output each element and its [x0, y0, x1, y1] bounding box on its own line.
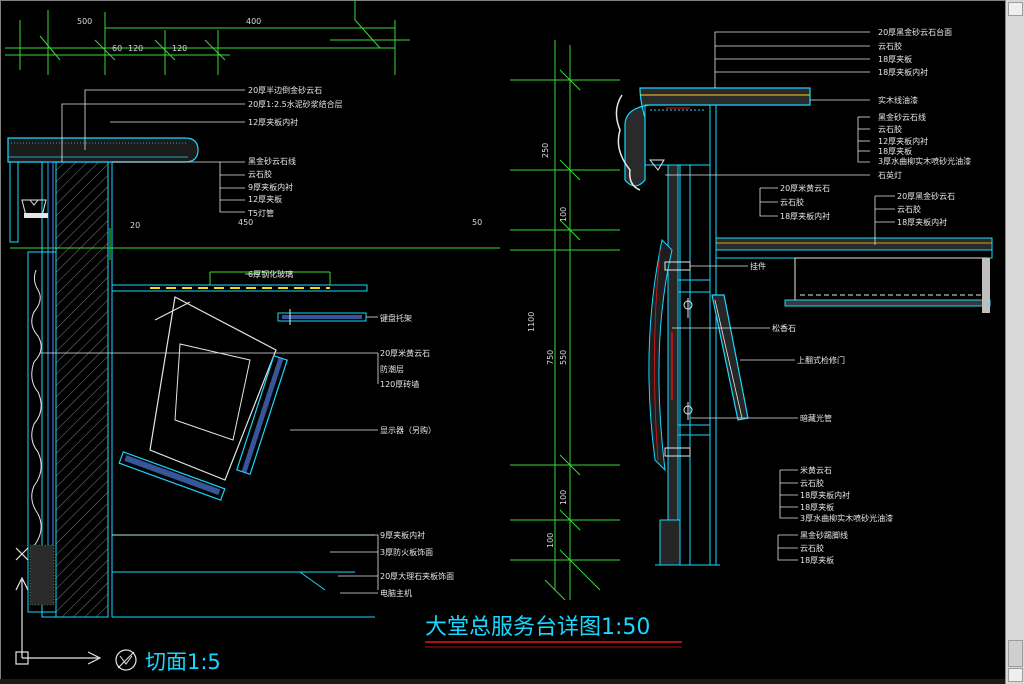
material-label: 20厚黑金砂云石台面 — [878, 27, 952, 37]
drawing-title: 大堂总服务台详图1:50 — [425, 615, 650, 640]
dim-label: 60 — [112, 44, 122, 53]
material-label: 20厚大理石夹板饰面 — [380, 571, 454, 581]
material-label: 18厚夹板内衬 — [897, 217, 947, 227]
right-leader-lines — [665, 31, 895, 561]
right-dimension-lines — [510, 40, 620, 601]
dim-label: 120 — [128, 44, 143, 53]
material-label: 18厚夹板内衬 — [780, 211, 830, 221]
lower-cabinet — [112, 534, 375, 618]
computer-monitor — [118, 296, 288, 501]
material-label: 12厚夹板内衬 — [248, 117, 298, 127]
material-label: 3厚防火板饰面 — [380, 547, 433, 557]
material-label: 20厚1:2.5水泥砂浆结合层 — [248, 99, 343, 109]
material-label: 石英灯 — [878, 170, 902, 180]
dim-label: 400 — [246, 17, 261, 26]
vertical-panel — [667, 105, 717, 566]
dim-label: 100 — [559, 207, 568, 222]
material-label: 电脑主机 — [380, 588, 412, 598]
material-label: 防潮层 — [380, 364, 404, 374]
dim-label: 550 — [559, 350, 568, 365]
countertop — [7, 137, 199, 163]
material-label: 实木线油漆 — [878, 95, 918, 105]
scroll-thumb[interactable] — [1008, 640, 1023, 667]
left-dimension-lines — [5, 0, 500, 260]
material-label: 云石胶 — [878, 41, 902, 51]
material-label: 米黄云石 — [800, 465, 832, 475]
vertical-scrollbar[interactable] — [1005, 0, 1024, 684]
glass-shelf — [111, 271, 368, 292]
dim-label: 100 — [546, 533, 555, 548]
material-label: 黑金砂云石线 — [878, 112, 926, 122]
left-section-view: 500 400 60 120 120 20 450 50 — [5, 0, 500, 674]
dim-label: 250 — [541, 143, 550, 158]
material-label: 120厚砖墙 — [380, 379, 419, 389]
right-elevation-view: 250 100 1100 750 550 100 100 — [425, 27, 993, 648]
material-label: 18厚夹板 — [800, 502, 834, 512]
material-label: 18厚夹板 — [800, 555, 834, 565]
material-label: 上翻式检修门 — [797, 355, 845, 365]
dim-label: 120 — [172, 44, 187, 53]
material-label: 云石胶 — [897, 204, 921, 214]
material-label: 9厚夹板内衬 — [380, 530, 425, 540]
dim-label: 20 — [130, 221, 140, 230]
material-label: 暗藏光管 — [800, 413, 832, 423]
dim-label: 750 — [546, 350, 555, 365]
material-label: 18厚夹板内衬 — [800, 490, 850, 500]
material-label: 云石胶 — [248, 169, 272, 179]
keyboard-tray — [277, 309, 367, 325]
left-leader-lines — [40, 89, 379, 594]
material-label: 云石胶 — [780, 197, 804, 207]
bottom-strip — [0, 679, 1006, 684]
scroll-down-arrow-icon[interactable] — [1008, 668, 1023, 682]
kickboard — [655, 519, 720, 566]
material-label: 云石胶 — [800, 478, 824, 488]
material-label: 18厚夹板 — [878, 146, 912, 156]
material-label: 3厚水曲柳实木喷砂光油漆 — [800, 513, 893, 523]
dim-label: 1100 — [527, 312, 536, 332]
material-label: 黑金砂踢脚线 — [800, 530, 848, 540]
material-label: T5灯管 — [247, 208, 274, 218]
brick-wall-hatch — [55, 161, 109, 618]
material-label: 12厚夹板内衬 — [878, 136, 928, 146]
section-title: 切面1:5 — [145, 650, 221, 674]
material-label: 20厚米黄云石 — [780, 183, 830, 193]
dim-label: 450 — [238, 218, 253, 227]
material-label: 9厚夹板内衬 — [248, 182, 293, 192]
material-label: 键盘托架 — [380, 313, 412, 323]
material-label: 松香石 — [772, 323, 796, 333]
material-label: 显示器（另购） — [380, 425, 436, 435]
dim-label: 50 — [472, 218, 482, 227]
work-counter — [715, 237, 993, 313]
scroll-up-arrow-icon[interactable] — [1008, 2, 1023, 16]
material-label: 6厚钢化玻璃 — [248, 269, 293, 279]
dim-label: 500 — [77, 17, 92, 26]
material-label: 12厚夹板 — [248, 194, 282, 204]
material-label: 18厚夹板 — [878, 54, 912, 64]
material-label: 黑金砂云石线 — [248, 156, 296, 166]
material-label: 20厚米黄云石 — [380, 348, 430, 358]
material-label: 云石胶 — [800, 543, 824, 553]
material-label: 挂件 — [750, 261, 766, 271]
material-label: 20厚黑金砂云石 — [897, 191, 955, 201]
front-curved-panel — [648, 238, 673, 472]
section-symbol — [115, 649, 137, 671]
material-label: 云石胶 — [878, 124, 902, 134]
material-label: 20厚半边倒金砂云石 — [248, 85, 322, 95]
material-label: 18厚夹板内衬 — [878, 67, 928, 77]
dim-label: 100 — [559, 490, 568, 505]
ucs-axis-icon — [15, 547, 102, 665]
material-label: 3厚水曲柳实木喷砂光油漆 — [878, 156, 971, 166]
